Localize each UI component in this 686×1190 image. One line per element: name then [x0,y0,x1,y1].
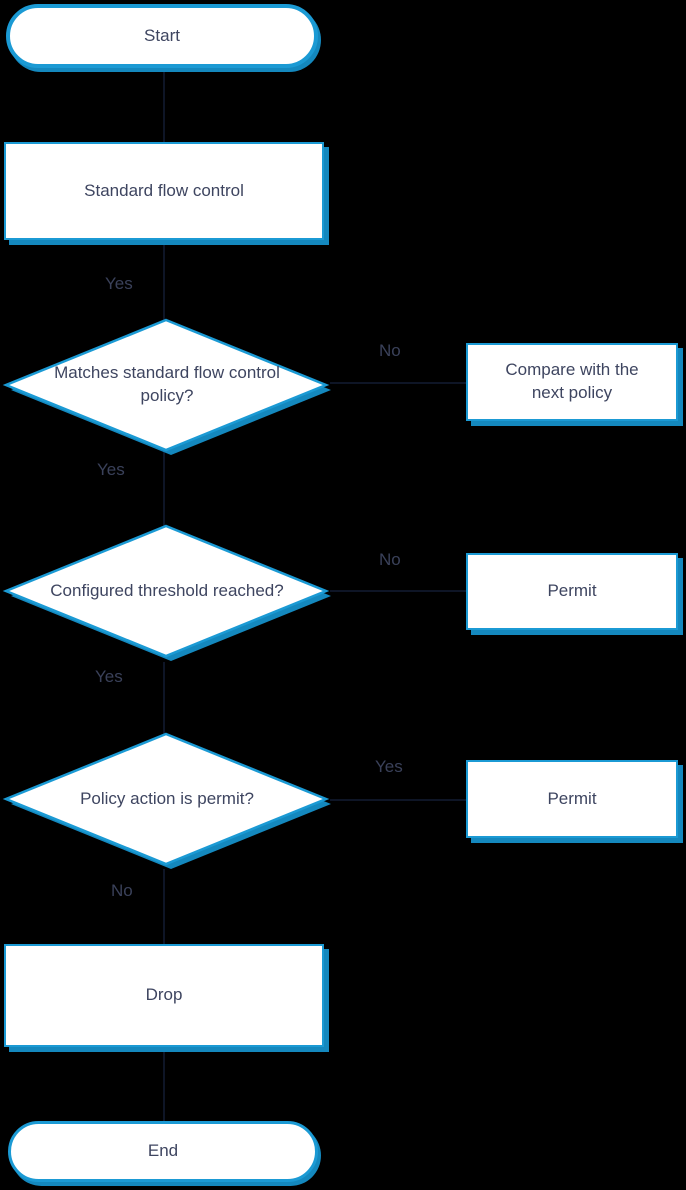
node-permit-threshold: Permit [466,553,678,630]
edge-label-no-threshold: No [379,550,401,569]
edge-label-yes-into-match: Yes [105,274,133,293]
node-end: End [8,1121,318,1182]
node-matches-policy-label: Matches standard flow control policy? [54,363,280,405]
edge-label-no-action: No [111,881,133,900]
edge-label-yes-threshold: Yes [95,667,123,686]
diamond-face [2,318,330,452]
connector-match-threshold [163,450,165,529]
node-policy-action-decision: Policy action is permit? [2,731,332,869]
node-standard-flow-control-label: Standard flow control [84,180,244,200]
node-threshold-decision: Configured threshold reached? [2,523,332,661]
connector-match-compare [330,382,466,384]
node-matches-policy-decision: Matches standard flow control policy? [2,317,332,455]
connector-drop-end [163,1047,165,1124]
node-compare-next-policy: Compare with the next policy [466,343,678,421]
edge-label-yes-action: Yes [375,757,403,776]
diamond-shape [2,732,331,869]
connector-threshold-action [163,662,165,737]
connector-threshold-permit [330,590,466,592]
diamond-face [2,524,330,658]
node-policy-action-label: Policy action is permit? [80,788,254,808]
connector-standard-match [163,240,165,323]
node-start-label: Start [144,25,180,45]
diamond-face [2,732,330,866]
connector-action-drop [163,869,165,946]
node-standard-flow-control: Standard flow control [4,142,324,240]
node-permit-action: Permit [466,760,678,838]
edge-label-yes-match: Yes [97,460,125,479]
node-end-label: End [147,1141,179,1161]
connector-start-standard [163,68,165,144]
node-permit-threshold-label: Permit [547,581,597,601]
connector-action-permit [330,799,466,801]
node-threshold-label: Configured threshold reached? [50,580,284,600]
node-compare-next-policy-label: Compare with the next policy [505,360,639,402]
edge-label-no-match: No [379,341,401,360]
node-start: Start [6,4,318,68]
diamond-shape [2,524,331,661]
node-drop-label: Drop [145,985,183,1005]
node-drop: Drop [4,944,324,1047]
node-permit-action-label: Permit [547,788,597,808]
diamond-shape [2,318,331,455]
